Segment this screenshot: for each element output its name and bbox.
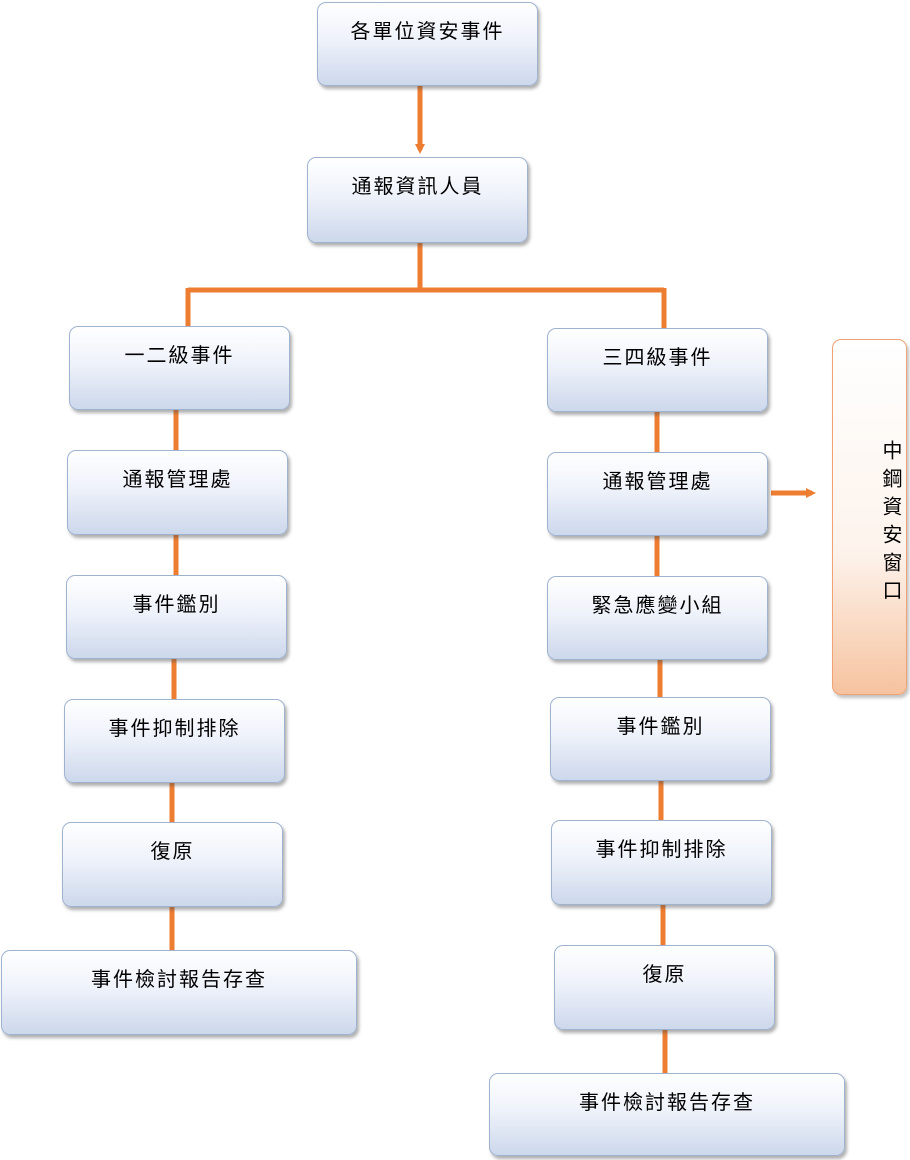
side-window-label: 中鋼資安窗口 <box>879 440 903 608</box>
node-left-identify: 事件鑑別 <box>66 575 287 659</box>
node-left-suppress: 事件抑制排除 <box>64 699 285 783</box>
node-reporting-staff: 通報資訊人員 <box>307 157 528 243</box>
node-right-level: 三四級事件 <box>547 328 768 412</box>
node-right-suppress: 事件抑制排除 <box>551 820 772 905</box>
node-right-emergency-team: 緊急應變小組 <box>547 576 768 660</box>
node-left-recover: 復原 <box>62 822 283 907</box>
node-left-review: 事件檢討報告存查 <box>1 950 357 1035</box>
node-right-report-office: 通報管理處 <box>547 452 768 536</box>
node-left-level: 一二級事件 <box>69 326 290 410</box>
node-left-report-office: 通報管理處 <box>67 450 288 535</box>
node-right-review: 事件檢討報告存查 <box>489 1073 845 1156</box>
node-right-identify: 事件鑑別 <box>550 697 771 781</box>
node-unit-security-event: 各單位資安事件 <box>317 2 538 86</box>
node-right-recover: 復原 <box>554 945 775 1030</box>
node-csc-security-window: 中鋼資安窗口 <box>832 339 907 695</box>
